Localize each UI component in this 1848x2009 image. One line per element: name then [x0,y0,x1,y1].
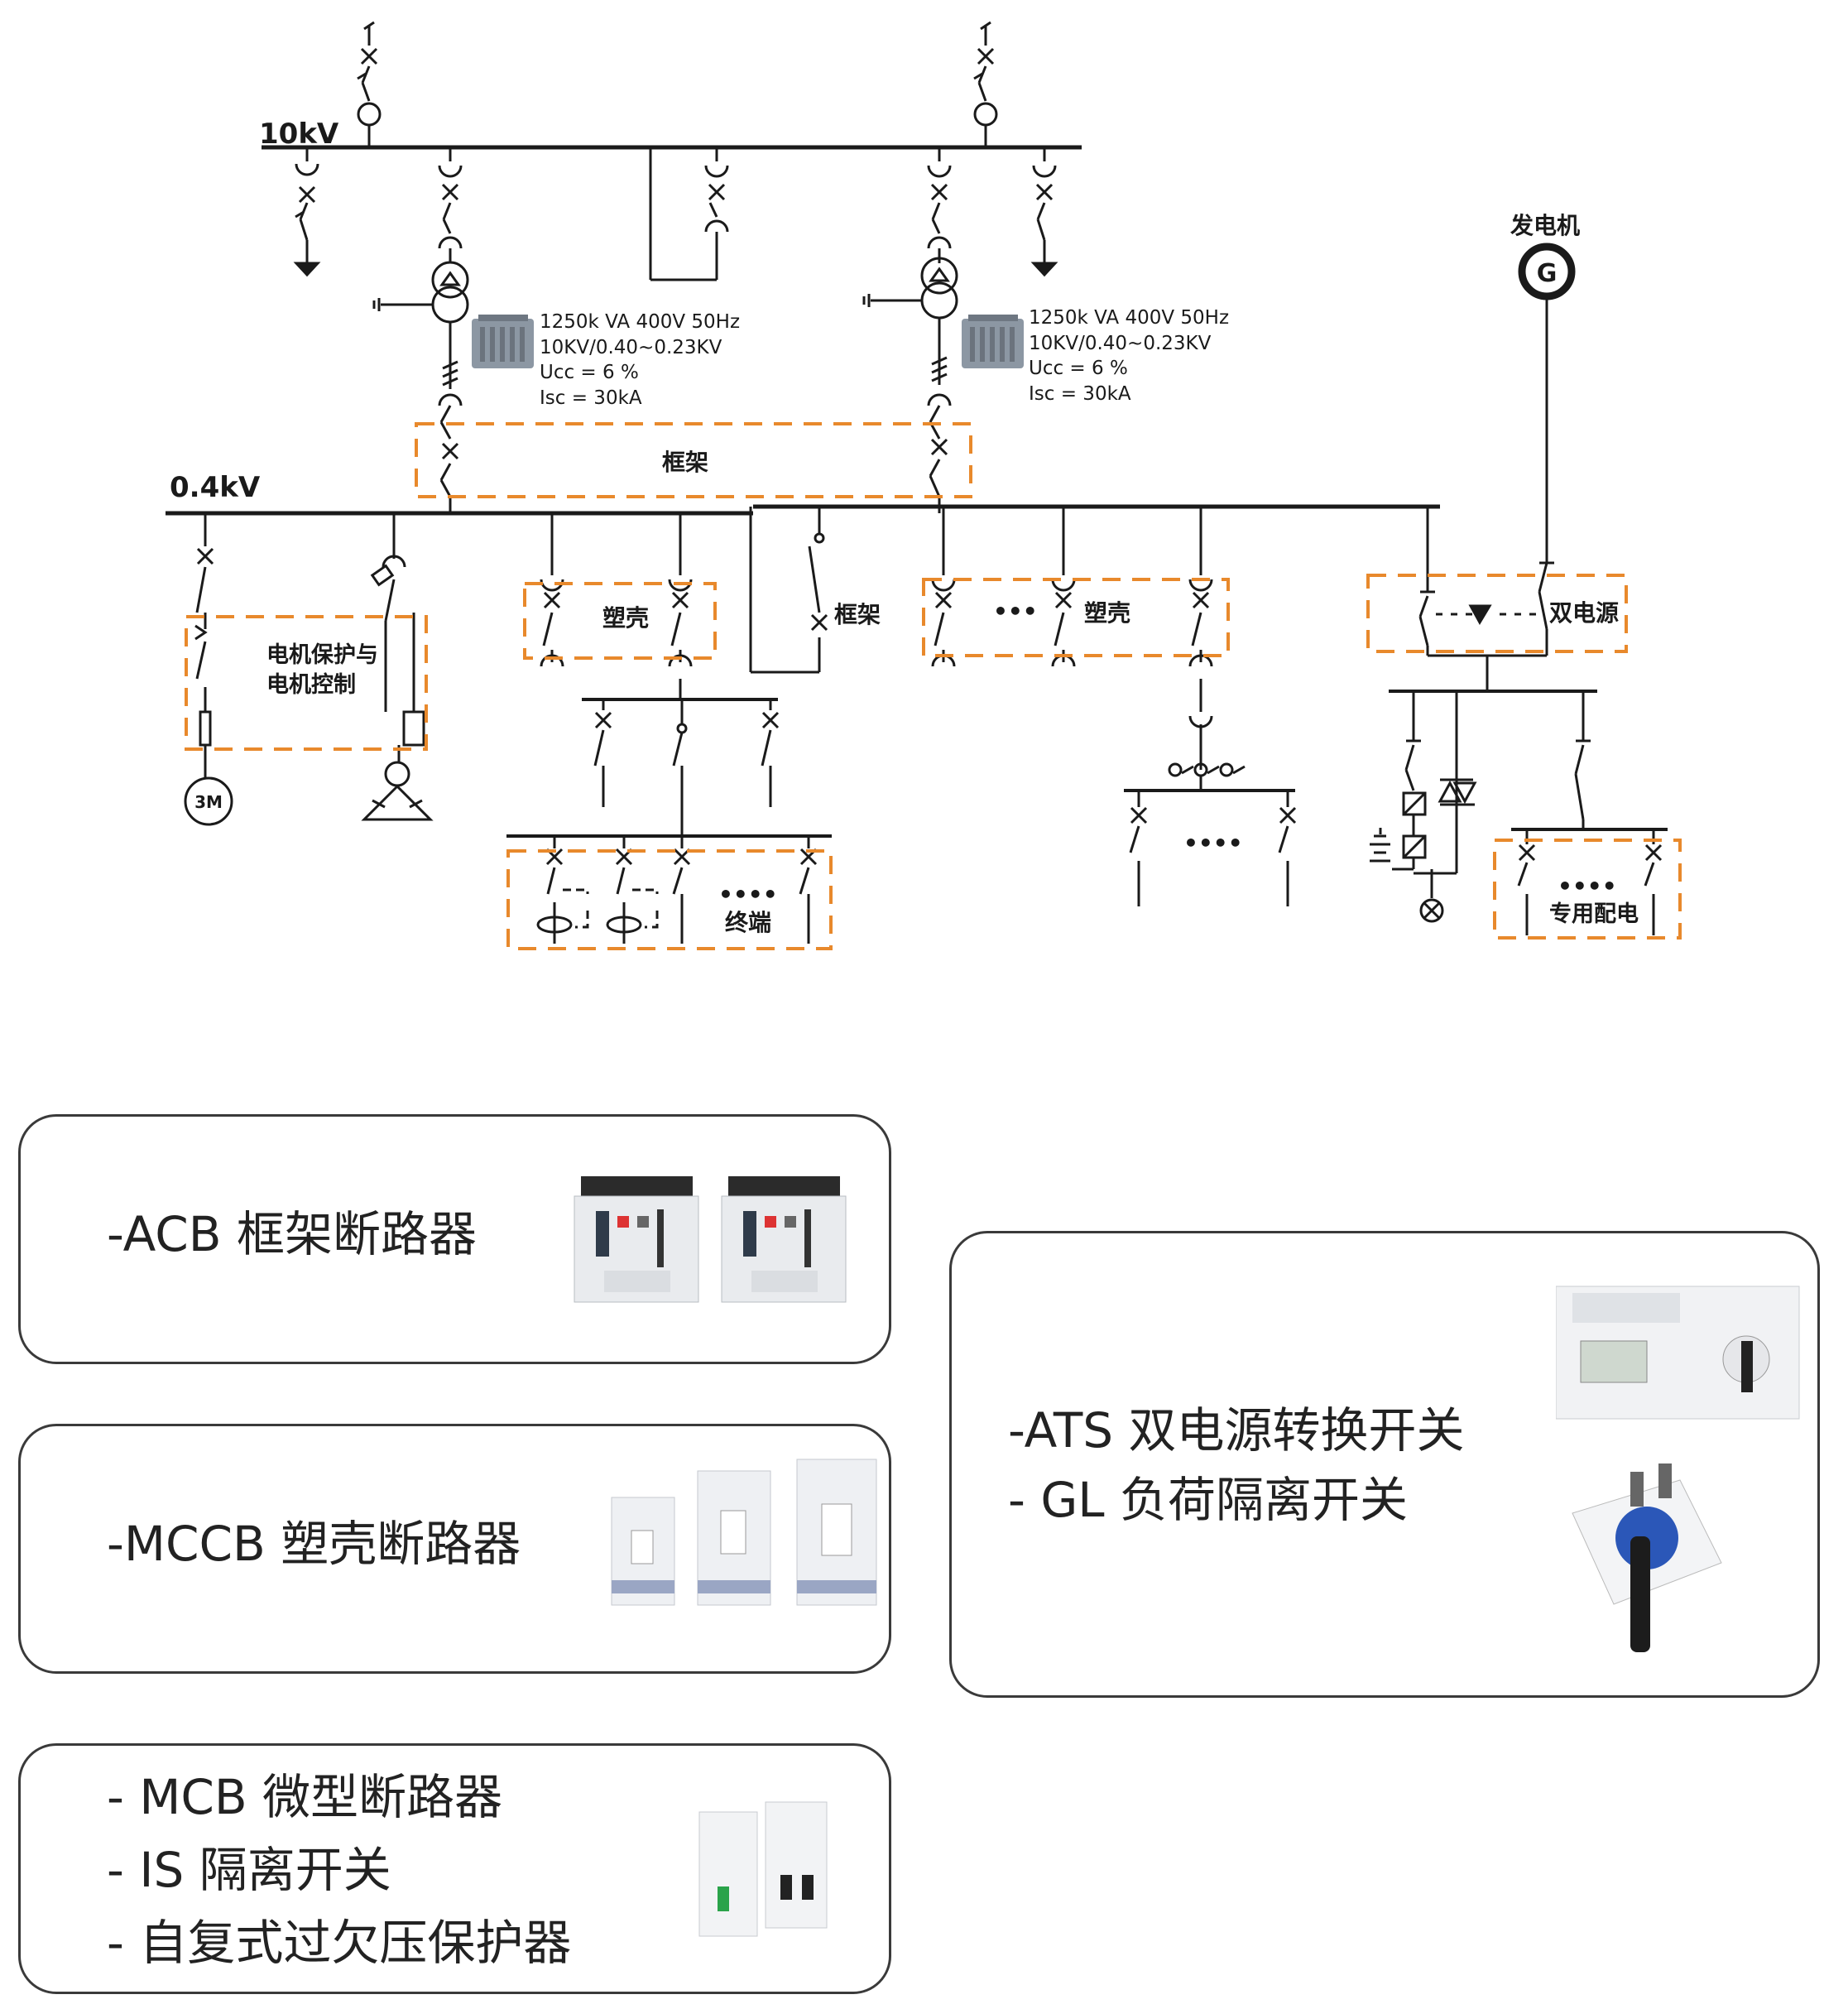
svg-text:Isc = 30kA: Isc = 30kA [540,387,642,409]
moulded-label-1: 塑壳 [602,604,649,632]
motor-box [185,615,428,751]
mccb-card-text: -MCCB 塑壳断路器 [107,1516,521,1572]
dedicated-box [1493,839,1682,940]
mcb-card: - MCB 微型断路器 - IS 隔离开关 - 自复式过欠压保护器 [18,1743,891,1994]
svg-text:1250k VA 400V 50Hz: 1250k VA 400V 50Hz [540,311,740,333]
feeder-dots: •••• [1183,829,1243,857]
frame-label-coupler: 框架 [834,601,881,628]
svg-text:Ucc = 6 %: Ucc = 6 % [1029,358,1128,379]
terminal-dots: •••• [718,881,778,908]
frame-box-main [415,422,972,498]
mccb-product-image [611,1459,877,1606]
mcb-product-image [698,1801,828,1937]
generator-symbol: G [1537,259,1558,288]
moulded-dots: ••• [993,598,1038,625]
terminal-label: 终端 [725,909,771,936]
acb-product-image [574,1176,847,1303]
ats-card: -ATS 双电源转换开关 - GL 负荷隔离开关 [949,1231,1820,1698]
transformer-spec-right: 1250k VA 400V 50Hz 10KV/0.40~0.23KV Ucc … [1029,307,1229,405]
bus-10kv-label: 10kV [259,118,339,151]
mccb-card: -MCCB 塑壳断路器 [18,1424,891,1674]
dual-power-label: 双电源 [1549,599,1619,627]
moulded-box-1 [523,582,717,660]
bus-04kv-label: 0.4kV [170,471,261,504]
mcb-card-line2: - IS 隔离开关 [107,1842,391,1898]
dedicated-label: 专用配电 [1549,901,1639,927]
svg-text:10KV/0.40~0.23KV: 10KV/0.40~0.23KV [540,337,722,358]
dual-power-box [1366,574,1628,653]
ats-card-line1: -ATS 双电源转换开关 [1008,1402,1465,1459]
ats-card-line2: - GL 负荷隔离开关 [1008,1472,1409,1528]
dedicated-dots: •••• [1558,872,1617,900]
terminal-box [506,849,833,950]
acb-card: -ACB 框架断路器 [18,1114,891,1364]
svg-text:1250k VA 400V 50Hz: 1250k VA 400V 50Hz [1029,307,1229,329]
moulded-label-2: 塑壳 [1084,599,1130,627]
motor-box-line2: 电机控制 [266,672,356,698]
generator-label: 发电机 [1510,212,1580,239]
svg-text:Ucc = 6 %: Ucc = 6 % [540,362,639,383]
ats-product-image [1556,1286,1800,1420]
single-line-diagram: 10kV 0.4kV 发电机 G 1250k VA 400V 50Hz 10KV… [166,21,1682,950]
svg-text:10KV/0.40~0.23KV: 10KV/0.40~0.23KV [1029,333,1212,354]
motor-box-line1: 电机保护与 [266,642,378,668]
svg-text:Isc = 30kA: Isc = 30kA [1029,383,1131,405]
gl-product-image [1572,1463,1722,1652]
transformer-image-left [472,315,534,368]
transformer-image-right [962,315,1024,368]
moulded-box-2 [922,578,1230,657]
mcb-card-line3: - 自复式过欠压保护器 [107,1915,572,1971]
motor-symbol: 3M [194,792,223,812]
mcb-card-line1: - MCB 微型断路器 [107,1769,503,1825]
transformer-spec-left: 1250k VA 400V 50Hz 10KV/0.40~0.23KV Ucc … [540,311,740,409]
frame-label: 框架 [662,449,708,476]
acb-card-text: -ACB 框架断路器 [107,1206,478,1262]
